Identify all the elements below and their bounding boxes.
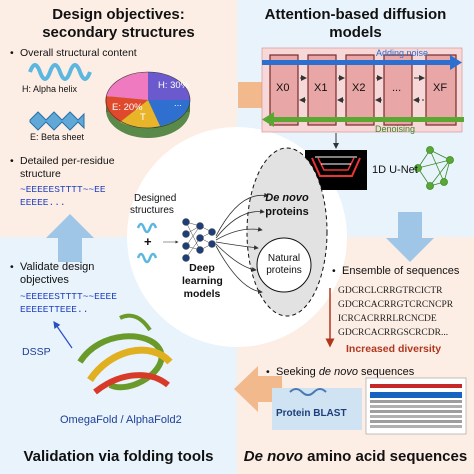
sheet-label: E: Beta sheet bbox=[30, 132, 85, 142]
x2-label: X2 bbox=[352, 82, 366, 94]
flow-arrow-left bbox=[234, 366, 282, 412]
design-sequence-line1: ~EEEEESTTTT~~EE bbox=[20, 184, 106, 195]
design-sequence-line2: EEEEE... bbox=[20, 197, 66, 208]
ellipsis-label: ... bbox=[392, 82, 402, 94]
validation-footer: Validation via folding tools bbox=[23, 448, 214, 465]
adding-noise-arrow bbox=[262, 55, 462, 70]
bullet-icon: • bbox=[266, 366, 270, 378]
designed-label-line1: Designed bbox=[134, 193, 177, 204]
sequence-line3: ICRCACRRRLRCNCDE bbox=[338, 314, 437, 324]
sequence-line2: GDCRCACRRGTCRCNCPR bbox=[338, 300, 454, 310]
unet-label: 1D U-Net bbox=[372, 164, 418, 176]
natural-label-line1: Natural bbox=[267, 253, 301, 264]
protein-structure-ribbon bbox=[53, 313, 173, 395]
seeking-label: Seeking de novo sequences bbox=[276, 366, 415, 378]
design-bullet2-line2: structure bbox=[20, 168, 61, 180]
validation-sequence-line2: EEEEETTEEE.. bbox=[20, 304, 89, 315]
denoising-arrow bbox=[262, 112, 464, 127]
validate-line2: objectives bbox=[20, 274, 69, 286]
validate-line1: Validate design bbox=[20, 261, 95, 273]
de-novo-label-line2: proteins bbox=[265, 206, 309, 218]
bullet-icon: • bbox=[10, 47, 14, 59]
bullet-icon: • bbox=[10, 261, 14, 273]
deep-learning-line2: learning bbox=[182, 275, 223, 287]
plus-sign: + bbox=[144, 234, 152, 249]
designed-label-line2: structures bbox=[130, 205, 174, 216]
designed-structure-icons bbox=[136, 222, 158, 264]
sequence-line1: GDCRCLCRRGTRCICTR bbox=[338, 286, 443, 296]
blast-results-image bbox=[272, 377, 467, 435]
design-bullet2-line1: Detailed per-residue bbox=[20, 155, 115, 167]
design-title-line1: Design objectives: bbox=[52, 6, 185, 23]
natural-label-line2: proteins bbox=[266, 265, 302, 276]
ensemble-label: Ensemble of sequences bbox=[342, 265, 460, 277]
flow-arrow-up bbox=[46, 214, 94, 262]
helix-label: H: Alpha helix bbox=[22, 84, 78, 94]
x0-label: X0 bbox=[276, 82, 290, 94]
dssp-label: DSSP bbox=[22, 346, 51, 358]
neural-network-icon bbox=[163, 218, 216, 262]
beta-sheet-icon bbox=[29, 111, 85, 131]
x1-label: X1 bbox=[314, 82, 328, 94]
xf-label: XF bbox=[433, 82, 448, 94]
protein-space-ellipses bbox=[215, 147, 328, 317]
network-icon bbox=[414, 146, 454, 190]
validation-sequence-line1: ~EEEEESTTTT~~EEEE bbox=[20, 291, 117, 302]
pie-dots-label: ... bbox=[174, 98, 182, 109]
adding-noise-label: Adding noise bbox=[376, 48, 429, 58]
blast-label: Protein BLAST bbox=[276, 408, 347, 419]
diffusion-title-line2: models bbox=[329, 24, 382, 41]
sequences-footer: De novo amino acid sequences bbox=[243, 448, 468, 465]
bullet-icon: • bbox=[332, 265, 336, 277]
flow-arrow-down bbox=[386, 212, 434, 262]
structure-pie-chart bbox=[105, 71, 191, 138]
denoising-label: Denoising bbox=[375, 124, 416, 134]
pie-t-label: T bbox=[140, 112, 146, 123]
pie-h-label: H: 30% bbox=[158, 80, 190, 91]
folding-tools-label: OmegaFold / AlphaFold2 bbox=[60, 414, 182, 426]
deep-learning-line1: Deep bbox=[189, 262, 215, 274]
de-novo-label-line1: De novo bbox=[265, 192, 309, 204]
deep-learning-line3: models bbox=[183, 288, 221, 300]
design-title-line2: secondary structures bbox=[42, 24, 195, 41]
pie-e-label: E: 20% bbox=[112, 102, 143, 113]
sequence-line4: GDCRCACRRGSCRCDR... bbox=[338, 328, 449, 338]
bullet-icon: • bbox=[10, 155, 14, 167]
alpha-helix-icon bbox=[28, 63, 92, 81]
design-bullet1: Overall structural content bbox=[20, 47, 137, 59]
diffusion-title-line1: Attention-based diffusion bbox=[264, 6, 447, 23]
increased-diversity-label: Increased diversity bbox=[346, 343, 442, 355]
